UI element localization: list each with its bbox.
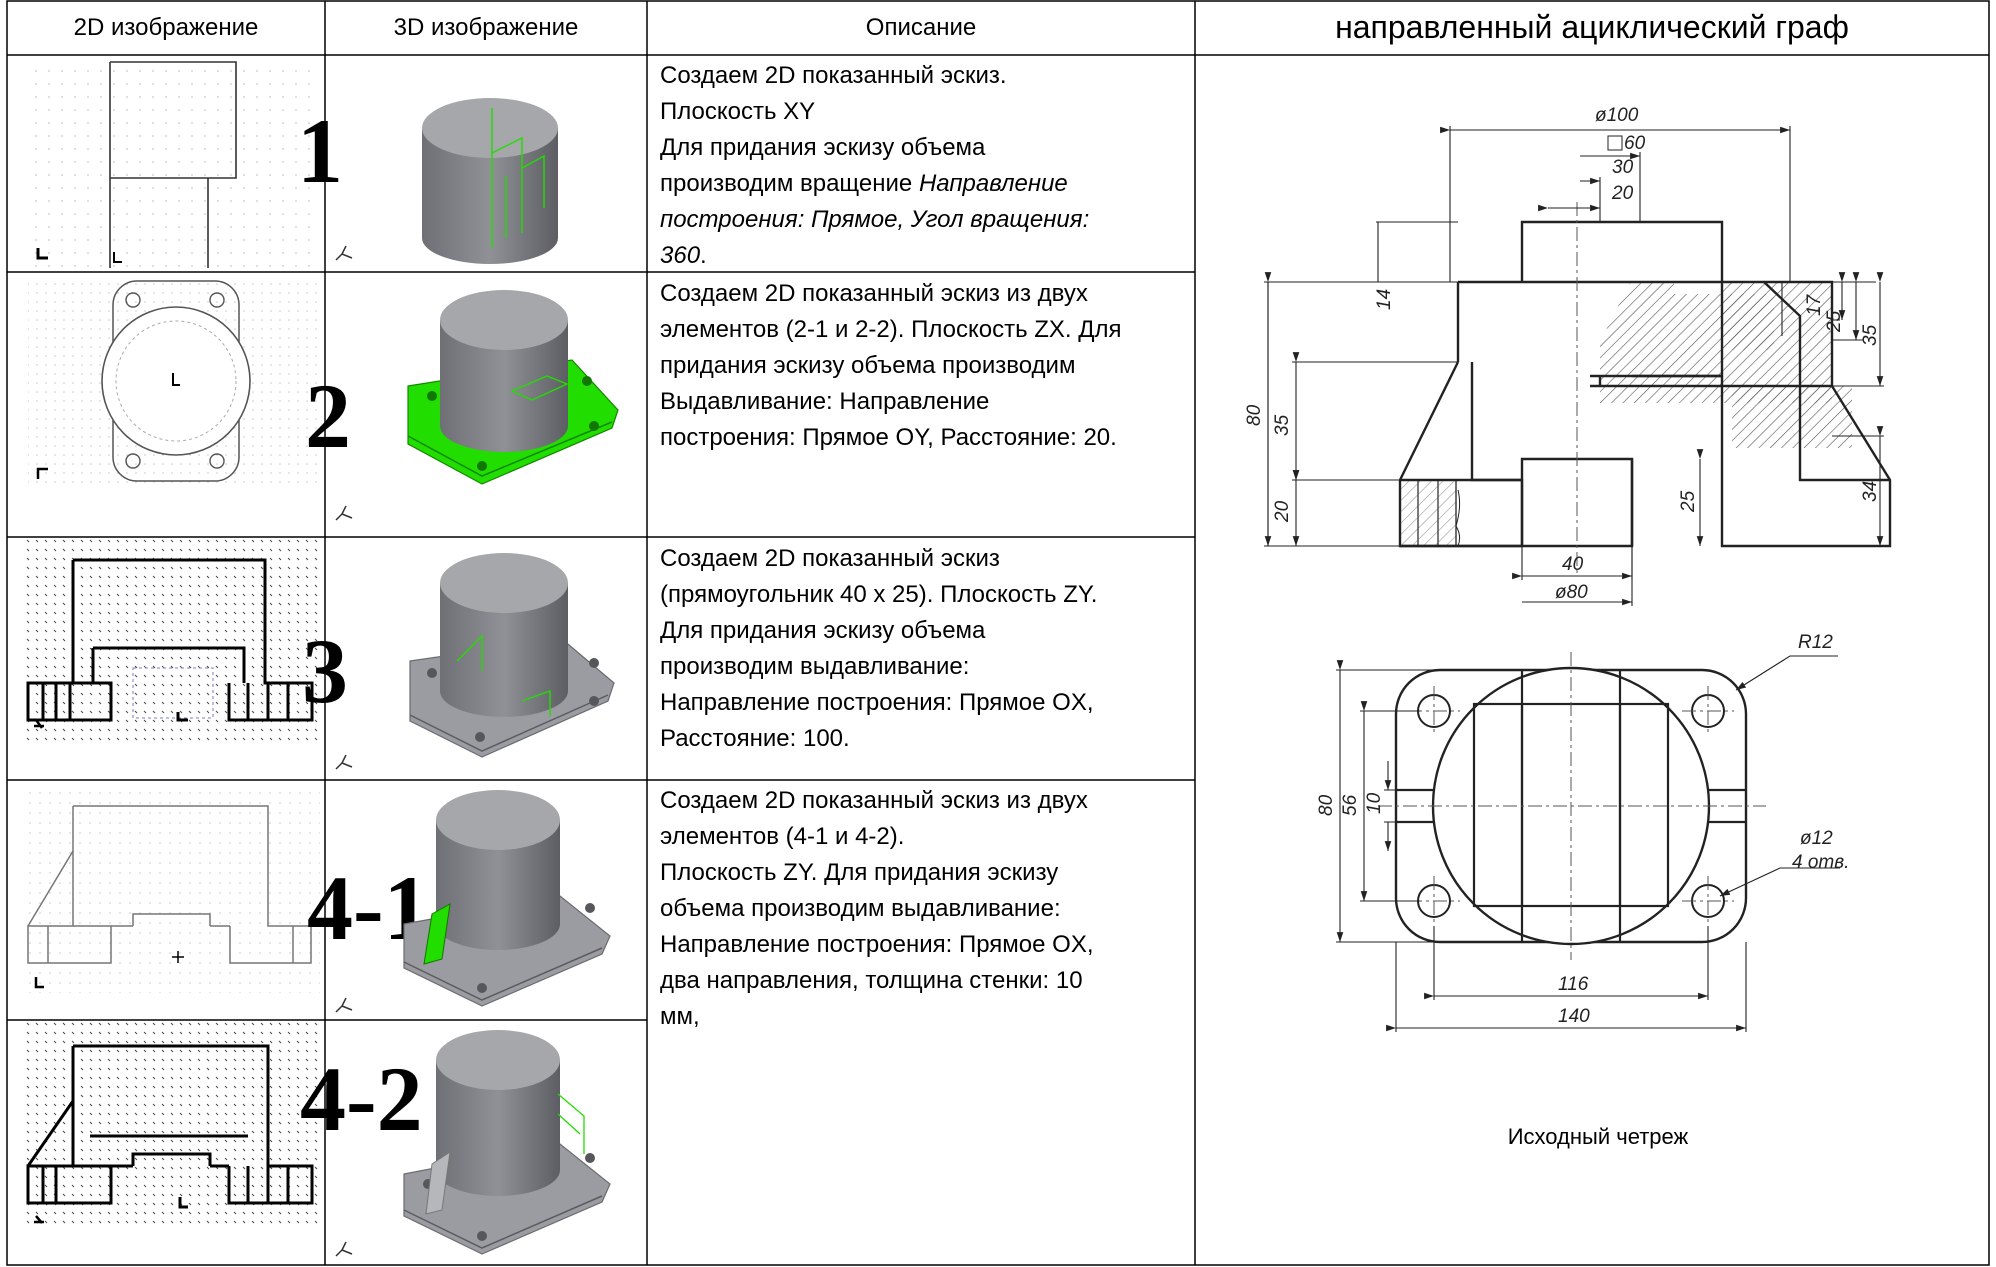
dim-35-left: 35 [1272, 414, 1293, 436]
header-description: Описание [865, 13, 977, 41]
top-view: R12 80 56 10 ø12 4 отв. 116 140 [1316, 632, 1849, 1032]
dim-25-right: 25 [1824, 310, 1845, 333]
dim-phi12: ø12 [1800, 828, 1833, 849]
sketch-2d-row2 [28, 279, 320, 484]
dim-17: 17 [1804, 293, 1825, 316]
description-row2: Создаем 2D показанный эскиз из двух элем… [660, 280, 1122, 451]
model-3d-row1 [335, 98, 558, 264]
description-row1: Создаем 2D показанный эскиз. Плоскость X… [660, 62, 1090, 269]
dim-14: 14 [1374, 289, 1395, 310]
step-number-4-2: 4-2 [300, 1048, 423, 1150]
dim-10: 10 [1364, 792, 1385, 814]
dim-20: 20 [1611, 183, 1634, 204]
step-number-1: 1 [297, 100, 343, 202]
description-row4: Создаем 2D показанный эскиз из двух элем… [660, 787, 1094, 1030]
header-graph: направленный ациклический граф [1335, 9, 1849, 45]
dim-phi100: ø100 [1595, 105, 1639, 126]
dim-30: 30 [1612, 157, 1634, 178]
step-number-2: 2 [305, 365, 351, 467]
drawing-caption: Исходный четреж [1507, 1124, 1689, 1149]
front-view: ø100 60 30 20 14 17 25 35 80 35 20 25 34… [1244, 105, 1892, 606]
model-3d-row2 [335, 290, 619, 521]
sketch-2d-row4-2 [26, 1021, 320, 1229]
dim-25: 25 [1678, 490, 1699, 513]
dim-40: 40 [1562, 554, 1584, 575]
dim-34: 34 [1860, 481, 1881, 502]
model-3d-row3 [335, 553, 615, 770]
technical-drawing: ø100 60 30 20 14 17 25 35 80 35 20 25 34… [1244, 105, 1892, 1032]
dim-4-holes: 4 отв. [1792, 852, 1849, 873]
sketch-2d-row4-1 [26, 787, 320, 993]
header-2d: 2D изображение [73, 13, 259, 41]
sketch-2d-row3 [26, 538, 320, 746]
dim-116: 116 [1558, 974, 1589, 995]
model-3d-row4-1 [335, 790, 611, 1013]
dim-140: 140 [1558, 1006, 1590, 1027]
dim-sq60: 60 [1624, 133, 1646, 154]
description-row3: Создаем 2D показанный эскиз (прямоугольн… [660, 545, 1098, 752]
dim-20-left: 20 [1272, 500, 1293, 523]
dim-r12: R12 [1798, 632, 1833, 653]
dim-35-right: 35 [1860, 324, 1881, 346]
step-number-3: 3 [302, 620, 348, 722]
dim-80-top: 80 [1316, 794, 1337, 816]
sketch-2d-row1 [26, 61, 320, 268]
dim-56: 56 [1340, 794, 1361, 816]
header-3d: 3D изображение [393, 13, 579, 41]
dim-phi80: ø80 [1555, 582, 1588, 603]
dim-80-front: 80 [1244, 404, 1265, 426]
model-3d-row4-2 [335, 1030, 611, 1257]
